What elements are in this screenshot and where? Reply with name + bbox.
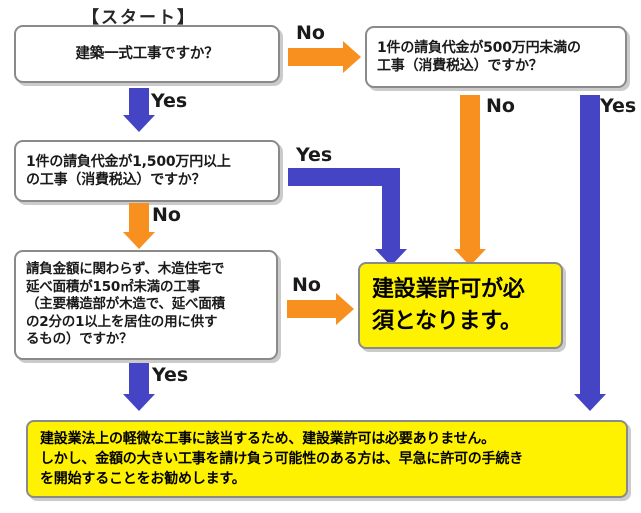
start-label: 【スタート】 [82,8,196,28]
result-license-not-required-line3: を開始することをお勧めします。 [40,471,246,488]
node-q3-text: 1件の請負代金が1,500万円以上 の工事（消費税込）ですか？ [16,153,278,189]
node-q2-under-5m[interactable]: 1件の請負代金が500万円未満の 工事（消費税込）ですか？ [365,26,627,88]
node-q2-line1: 1件の請負代金が500万円未満の [377,39,581,56]
edge-label-q2-no: No [486,95,515,117]
node-q4-line4: の2分の1以上を居住の用に供す [26,313,218,330]
edge-label-q3-yes: Yes [296,144,333,166]
node-q3-line1: 1件の請負代金が1,500万円以上 [26,153,231,170]
edge-label-q1-yes: Yes [151,90,188,112]
result-license-required-line1: 建設業許可が必 [372,276,525,302]
node-q3-over-15m[interactable]: 1件の請負代金が1,500万円以上 の工事（消費税込）ですか？ [14,140,280,202]
node-q4-line1: 請負金額に関わらず、木造住宅で [26,261,225,278]
edge-label-q4-yes: Yes [152,364,189,386]
edge-label-q3-no: No [152,204,181,226]
node-q2-line2: 工事（消費税込）ですか？ [377,58,543,74]
node-q1-general-construction[interactable]: 建築一式工事ですか？ [14,25,280,83]
edge-label-q2-yes: Yes [600,95,637,117]
result-license-not-required: 建設業法上の軽微な工事に該当するため、建設業許可は必要ありません。 しかし、金額… [26,420,628,498]
edge-label-q1-no: No [296,22,325,44]
node-q3-line2: の工事（消費税込）ですか？ [26,172,206,188]
node-q4-text: 請負金額に関わらず、木造住宅で 延べ面積が150㎡未満の工事 （主要構造部が木造… [16,261,276,349]
node-q1-text: 建築一式工事ですか？ [75,45,219,62]
node-q4-line5: るもの）ですか？ [26,331,133,348]
node-q4-line3: （主要構造部が木造で、延べ面積 [26,296,225,313]
result-license-not-required-line2: しかし、金額の大きい工事を請け負う可能性のある方は、早急に許可の手続き [40,450,523,467]
node-q2-text: 1件の請負代金が500万円未満の 工事（消費税込）ですか？ [367,39,625,75]
node-q4-wooden-house[interactable]: 請負金額に関わらず、木造住宅で 延べ面積が150㎡未満の工事 （主要構造部が木造… [14,250,278,360]
edge-label-q4-no: No [292,274,321,296]
result-license-required-line2: 須となります。 [372,308,522,334]
node-q4-line2: 延べ面積が150㎡未満の工事 [26,278,200,295]
result-license-not-required-line1: 建設業法上の軽微な工事に該当するため、建設業許可は必要ありません。 [40,430,495,447]
result-license-required: 建設業許可が必 須となります。 [358,262,563,349]
result-license-required-text: 建設業許可が必 須となります。 [360,274,561,338]
result-license-not-required-text: 建設業法上の軽微な工事に該当するため、建設業許可は必要ありません。 しかし、金額… [28,429,626,490]
